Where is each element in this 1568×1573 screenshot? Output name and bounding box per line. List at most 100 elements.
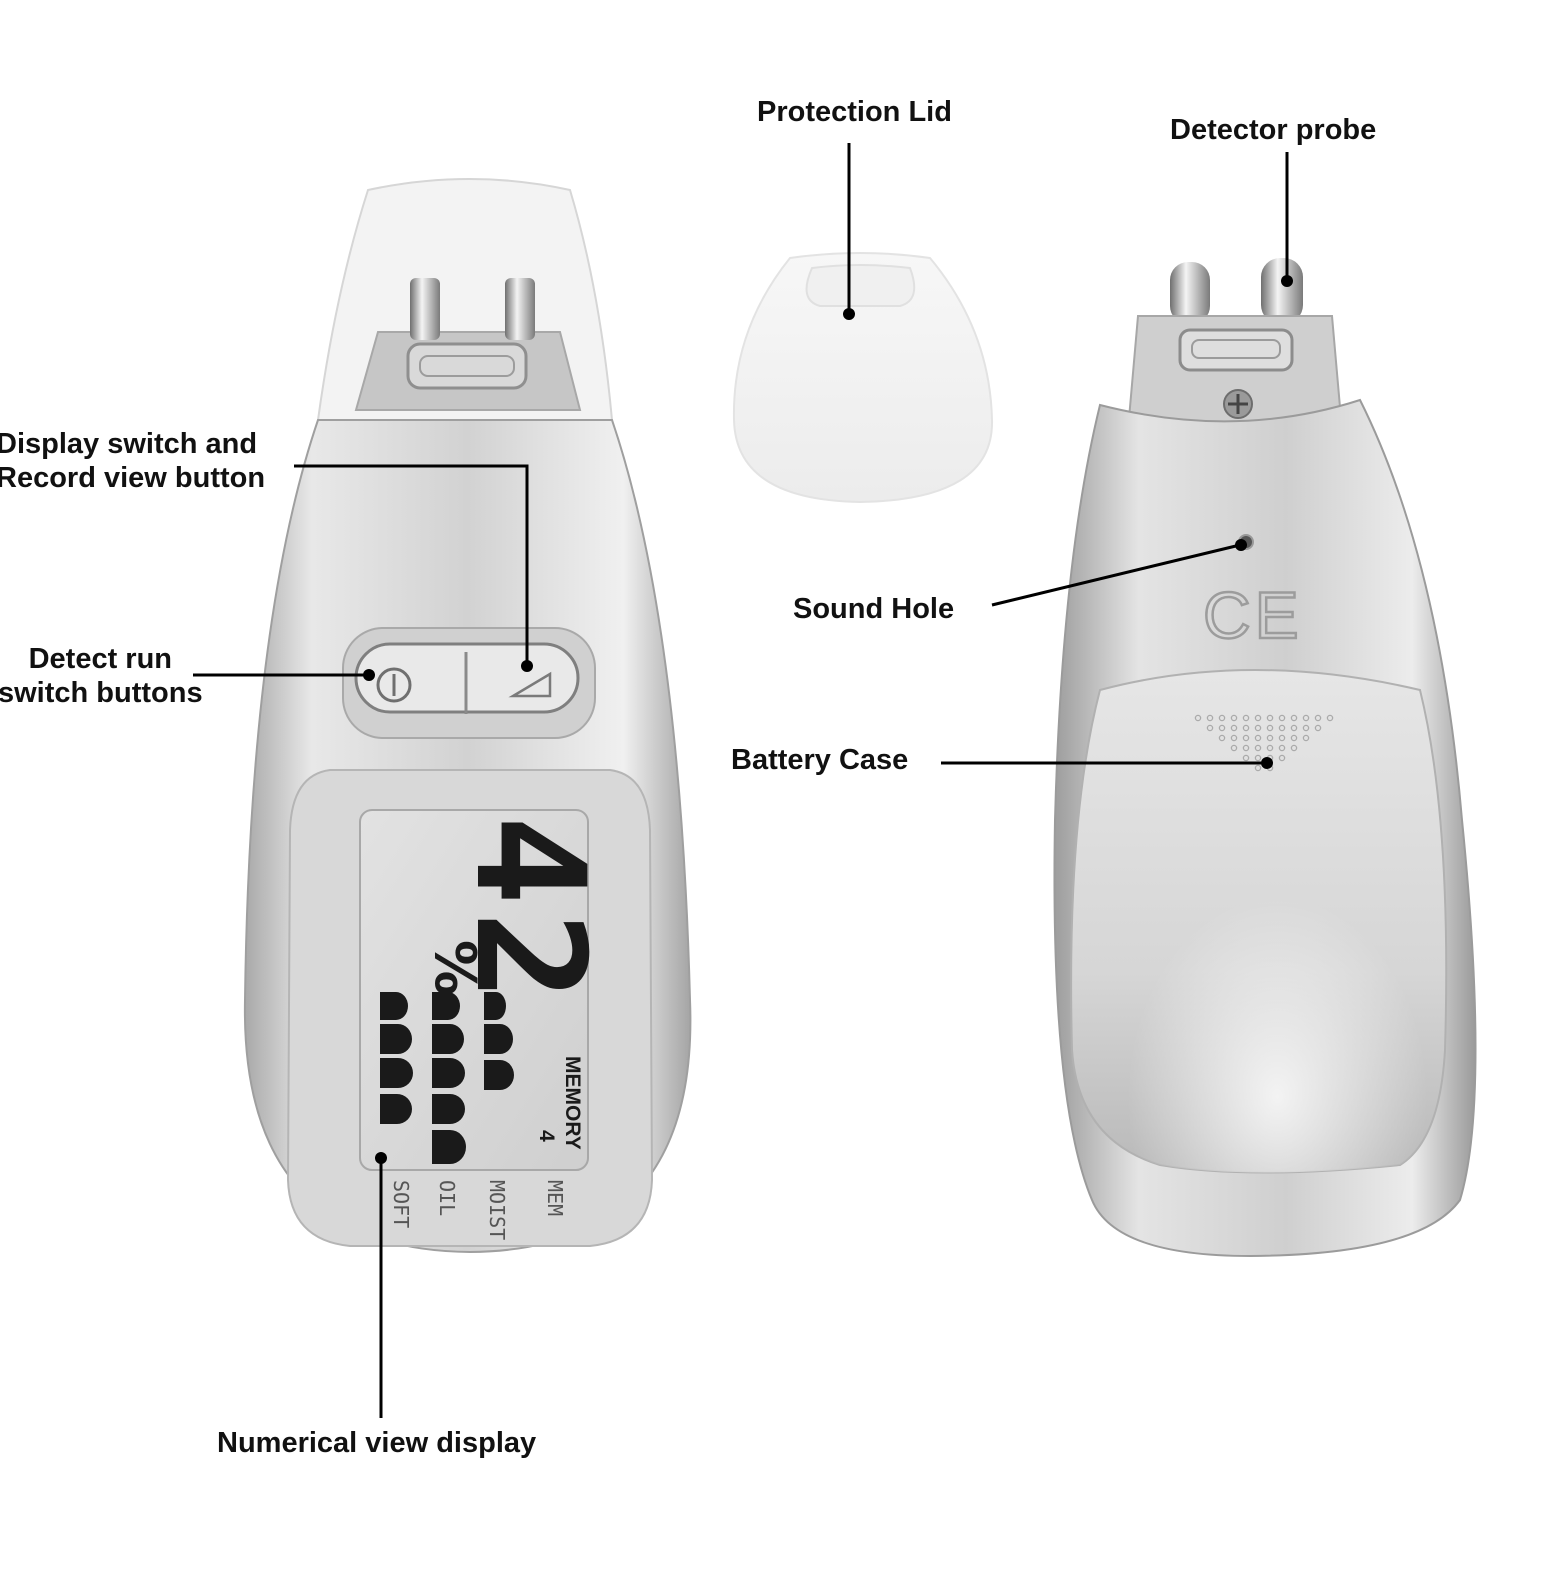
protection-lid xyxy=(732,252,994,504)
label-detect-run-line1: Detect run xyxy=(28,643,173,675)
grip-dot xyxy=(1254,734,1262,742)
column-label-mem: MEM xyxy=(543,1180,567,1216)
grip-dot xyxy=(1242,754,1250,762)
grip-dot xyxy=(1266,744,1274,752)
grip-dot xyxy=(1230,734,1238,742)
grip-dot xyxy=(1278,744,1286,752)
callout-dots xyxy=(363,275,1293,1164)
grip-dot xyxy=(1230,714,1238,722)
grip-dot xyxy=(1254,724,1262,732)
front-probe-pin-left xyxy=(410,278,440,340)
grip-dot xyxy=(1302,714,1310,722)
grip-dot xyxy=(1266,724,1274,732)
level-segment xyxy=(432,992,460,1020)
column-label-soft: SOFT xyxy=(389,1180,413,1228)
lcd-percent: % xyxy=(422,940,487,996)
grip-dot xyxy=(1194,714,1202,722)
grip-dot xyxy=(1266,714,1274,722)
label-display-switch-line1: Display switch and xyxy=(0,428,258,460)
level-segment xyxy=(432,1094,465,1124)
callout-dot xyxy=(521,660,533,672)
lcd-screen: 42 % MEMORY 4 xyxy=(359,809,616,1171)
level-segment xyxy=(380,992,408,1020)
level-segment xyxy=(380,1058,413,1088)
callout-dot xyxy=(1281,275,1293,287)
callout-dot xyxy=(1261,757,1273,769)
lcd-rotated-content: 42 % MEMORY 4 xyxy=(422,815,616,1150)
grip-dot xyxy=(1254,714,1262,722)
grip-dot xyxy=(1278,754,1286,762)
front-device: 42 % MEMORY 4 SO xyxy=(243,178,692,1254)
screw-icon xyxy=(1223,389,1253,419)
grip-dot xyxy=(1242,744,1250,752)
power-button[interactable] xyxy=(376,667,412,703)
callout-dot xyxy=(843,308,855,320)
lcd-reading: 42 xyxy=(442,815,616,1008)
back-probe-pin-right xyxy=(1261,258,1303,324)
column-label-oil: OIL xyxy=(435,1180,459,1216)
callout-display-switch xyxy=(294,464,529,666)
grip-dot xyxy=(1314,714,1322,722)
callout-dot xyxy=(375,1152,387,1164)
grip-dot xyxy=(1314,724,1322,732)
grip-dot xyxy=(1254,744,1262,752)
callout-dot xyxy=(363,669,375,681)
lcd-memory-number: 4 xyxy=(535,1130,558,1142)
grip-dot xyxy=(1254,754,1262,762)
label-detect-run-line2: switch buttons xyxy=(0,677,203,709)
grip-dot xyxy=(1230,744,1238,752)
lcd-memory-label: MEMORY xyxy=(561,1056,584,1150)
lcd-level-bars xyxy=(380,992,514,1164)
grip-dot xyxy=(1290,734,1298,742)
triangle-icon[interactable] xyxy=(508,671,552,698)
callout-sound-hole xyxy=(991,543,1241,607)
callout-lines xyxy=(193,143,1289,1418)
column-label-moist: MOIST xyxy=(485,1180,509,1240)
level-segment xyxy=(484,992,506,1020)
label-detect-run: Detect run switch buttons xyxy=(0,642,203,710)
grip-dot xyxy=(1278,734,1286,742)
grip-dot xyxy=(1254,764,1262,772)
power-icon xyxy=(376,667,412,703)
callout-dot xyxy=(1235,539,1247,551)
grip-dot xyxy=(1242,714,1250,722)
level-segment xyxy=(484,1024,513,1054)
level-segment xyxy=(432,1130,466,1164)
grip-dot xyxy=(1278,724,1286,732)
grip-dot xyxy=(1242,724,1250,732)
lcd-column-labels: SOFT OIL MOIST MEM xyxy=(389,1180,567,1240)
grip-dot xyxy=(1290,714,1298,722)
level-segment xyxy=(380,1094,412,1124)
grip-dot xyxy=(1230,724,1238,732)
grip-dot xyxy=(1218,714,1226,722)
ce-mark: CE xyxy=(1203,578,1303,652)
front-probe-plate xyxy=(406,342,528,390)
grip-dot xyxy=(1242,734,1250,742)
back-probe-plate xyxy=(1178,328,1294,372)
level-segment xyxy=(432,1024,464,1054)
level-segment xyxy=(484,1060,514,1090)
label-display-switch-line2: Record view button xyxy=(0,462,266,494)
grip-dot xyxy=(1266,734,1274,742)
grip-dot xyxy=(1290,724,1298,732)
grip-dot xyxy=(1290,744,1298,752)
label-battery-case: Battery Case xyxy=(731,744,909,776)
label-detector-probe: Detector probe xyxy=(1170,114,1377,146)
label-numerical-view-display: Numerical view display xyxy=(217,1427,537,1459)
label-display-switch: Display switch and Record view button xyxy=(0,427,265,495)
back-probe-pin-left xyxy=(1170,262,1210,324)
grip-dot xyxy=(1218,734,1226,742)
grip-dot xyxy=(1302,724,1310,732)
grip-dot xyxy=(1278,714,1286,722)
grip-dot xyxy=(1326,714,1334,722)
level-segment xyxy=(432,1058,465,1088)
level-segment xyxy=(380,1024,412,1054)
grip-dot xyxy=(1218,724,1226,732)
front-probe-pin-right xyxy=(505,278,535,340)
grip-dot xyxy=(1302,734,1310,742)
label-protection-lid: Protection Lid xyxy=(757,96,952,128)
label-sound-hole: Sound Hole xyxy=(793,593,955,625)
grip-dot xyxy=(1206,724,1214,732)
